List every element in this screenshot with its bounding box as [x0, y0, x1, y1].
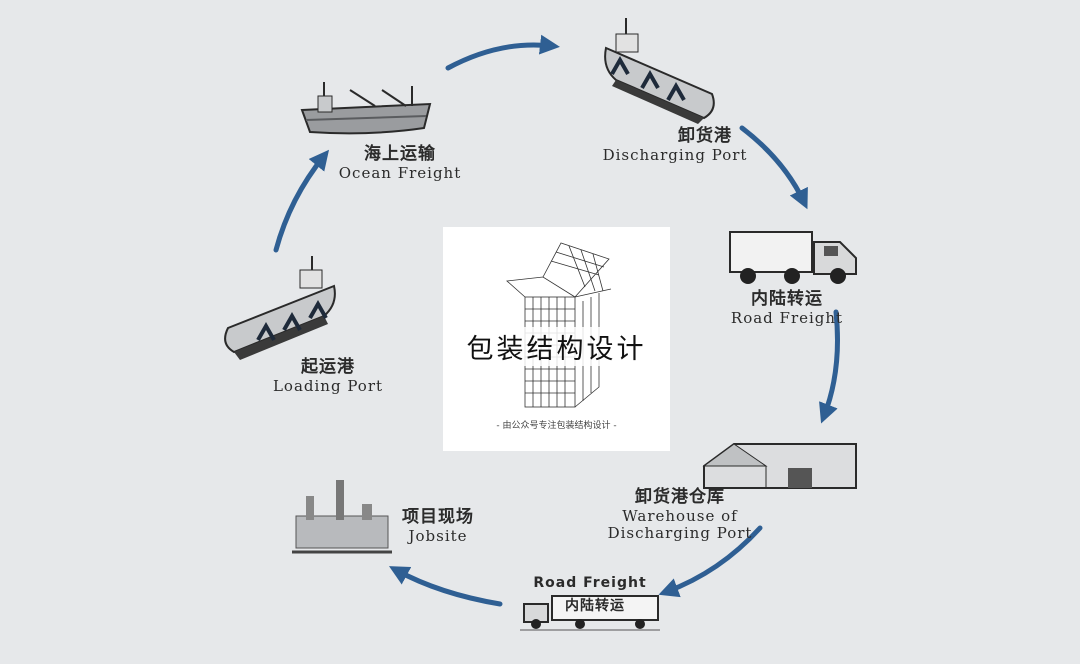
arrow-trailer-to-jobsite	[388, 566, 503, 607]
arrow-warehouse-to-trailer	[658, 525, 763, 598]
cargo-ship-icon	[300, 82, 432, 135]
arrow-road-to-warehouse	[819, 309, 840, 424]
center-logo-card: 包装结构设计 - 由公众号专注包装结构设计 -	[443, 227, 670, 451]
ship-with-cranes-icon	[604, 18, 715, 124]
warehouse-label-zh: 卸货港仓库	[635, 487, 725, 507]
jobsite-label-en: Jobsite	[408, 526, 468, 545]
center-title: 包装结构设计	[443, 327, 670, 366]
discharging-port-label-zh: 卸货港	[678, 126, 732, 146]
road-freight-label-en: Road Freight	[730, 308, 844, 327]
arrow-ocean-to-discharge	[445, 34, 560, 71]
factory-icon	[292, 480, 392, 554]
ocean-freight-label-en: Ocean Freight	[338, 163, 462, 182]
warehouse-icon	[702, 443, 857, 489]
trailer-truck-icon	[520, 595, 660, 631]
truck-icon	[729, 231, 857, 284]
ocean-freight-label-zh: 海上运输	[364, 144, 436, 164]
loading-port-label-zh: 起运港	[301, 357, 355, 377]
arrow-discharge-to-road	[739, 125, 808, 210]
discharging-port-label-en: Discharging Port	[602, 145, 748, 164]
trailer-sign-label: 内陆转运	[565, 598, 625, 614]
road-freight-label-zh: 内陆转运	[751, 289, 823, 309]
warehouse-label-en: Warehouse of Discharging Port	[607, 506, 753, 542]
center-subtitle: - 由公众号专注包装结构设计 -	[496, 421, 617, 431]
ship-with-cranes-icon	[224, 256, 336, 360]
jobsite-label-zh: 项目现场	[402, 507, 474, 527]
trailer-road-freight-label: Road Freight	[533, 575, 647, 591]
arrow-loading-to-ocean	[273, 149, 330, 253]
loading-port-label-en: Loading Port	[272, 376, 384, 395]
